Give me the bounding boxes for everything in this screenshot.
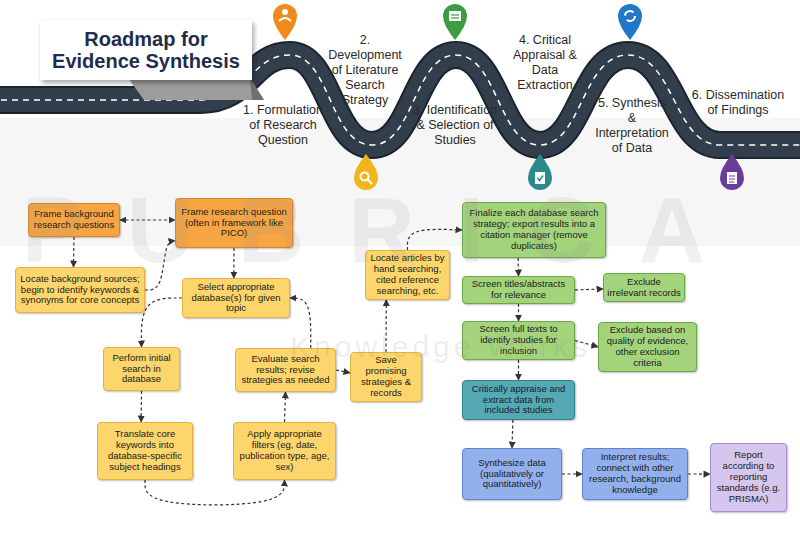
watermark: Knowledge Works: [290, 330, 730, 364]
stage-label: 2. Development of Literature Search Stra…: [322, 33, 408, 108]
pin-icon: [729, 176, 735, 177]
box-text: Save promising strategies & records: [354, 355, 418, 399]
pin-shape: [273, 4, 297, 40]
pin-icon: [451, 17, 459, 18]
process-box: Interpret results; connect with other re…: [582, 448, 688, 500]
dashed-arrow: [688, 473, 710, 474]
dashed-arrow: [233, 248, 234, 278]
stage-label: 4. Critical Appraisal & Data Extraction: [505, 33, 585, 93]
stage-label: 1. Formulation of Research Question: [242, 103, 324, 148]
map-pin: [618, 4, 642, 40]
dashed-arrow: [518, 304, 519, 321]
box-text: Report according to reporting standards …: [714, 450, 783, 505]
process-box: Frame research question (often in framew…: [175, 198, 293, 248]
box-text: Frame research question (often in framew…: [179, 207, 289, 240]
dashed-arrow: [562, 473, 582, 474]
box-text: Translate core keywords into database-sp…: [101, 429, 189, 473]
box-text: Select appropriate database(s) for given…: [186, 282, 286, 315]
pin-icon: [368, 180, 373, 185]
box-text: Apply appropriate filters (eg, date, pub…: [237, 429, 332, 473]
box-text: Exclude based on quality of evidence, ot…: [602, 325, 693, 369]
dashed-arrow: [511, 420, 513, 448]
box-text: Screen titles/abstracts for relevance: [466, 279, 571, 301]
pin-icon: [279, 18, 291, 21]
pin-shape: [618, 4, 642, 40]
pin-icon: [729, 179, 735, 180]
diagram-title: Roadmap for Evidence Synthesis: [40, 20, 252, 80]
box-text: Locate background sources; begin to iden…: [19, 274, 141, 307]
pin-icon: [451, 14, 459, 15]
box-text: Critically appraise and extract data fro…: [466, 384, 571, 417]
stage-label: 6. Dissemination of Findings: [688, 88, 788, 118]
stage-label: 5. Synthesis & Interpretation of Data: [594, 96, 670, 156]
process-box: Locate articles by hand searching, cited…: [365, 250, 450, 300]
pin-shape: [354, 154, 378, 190]
pin-icon: [535, 172, 545, 184]
dashed-arrow: [141, 391, 143, 422]
dashed-arrow: [575, 341, 598, 347]
dashed-arrow: [145, 241, 175, 291]
pin-icon: [282, 9, 288, 15]
process-box: Screen titles/abstracts for relevance: [462, 276, 575, 304]
process-box: Synthesize data (qualitatively or quanti…: [462, 448, 562, 500]
pin-shape: [443, 4, 467, 40]
box-text: Exclude irrelevant records: [607, 277, 681, 299]
dashed-arrow: [336, 370, 350, 373]
stage-label: 3. Identification & Selection of Studies: [410, 103, 500, 148]
box-text: Synthesize data (qualitatively or quanti…: [466, 458, 558, 491]
dashed-arrow: [120, 219, 175, 220]
pin-icon: [449, 11, 461, 21]
dashed-arrow: [290, 298, 311, 348]
pin-shape: [720, 154, 744, 190]
dashed-arrow: [145, 480, 285, 505]
title-ribbon: [128, 78, 264, 100]
process-box: Translate core keywords into database-sp…: [97, 422, 193, 480]
map-pin: [720, 154, 744, 190]
dashed-arrow: [285, 392, 286, 422]
dashed-arrow: [73, 237, 75, 267]
box-text: Interpret results; connect with other re…: [586, 452, 684, 496]
box-text: Evaluate search results; revise strategi…: [239, 354, 332, 387]
process-box: Critically appraise and extract data fro…: [462, 380, 575, 420]
dashed-arrow: [518, 258, 520, 276]
process-box: Apply appropriate filters (eg, date, pub…: [233, 422, 336, 480]
pin-icon: [625, 11, 635, 21]
dashed-arrow: [385, 300, 386, 352]
map-pin: [528, 154, 552, 190]
watermark: PUBRICA: [22, 178, 800, 283]
process-box: Exclude irrelevant records: [603, 273, 685, 302]
dashed-arrow: [141, 298, 182, 347]
dashed-arrow: [575, 288, 603, 290]
process-box: Screen full texts to identify studies fo…: [462, 321, 575, 360]
map-pin: [443, 4, 467, 40]
dashed-arrow: [407, 229, 462, 250]
dashed-arrow: [518, 360, 519, 380]
box-text: Frame background research questions: [32, 209, 116, 231]
pin-shape: [528, 154, 552, 190]
process-box: Locate background sources; begin to iden…: [15, 267, 145, 313]
process-box: Frame background research questions: [28, 203, 120, 237]
pin-icon: [727, 172, 737, 184]
box-text: Locate articles by hand searching, cited…: [369, 253, 446, 297]
process-box: Evaluate search results; revise strategi…: [235, 348, 336, 392]
pin-icon: [361, 173, 369, 181]
pin-icon: [538, 176, 544, 181]
process-box: Save promising strategies & records: [350, 352, 422, 402]
process-box: Finalize each database search strategy; …: [462, 202, 606, 258]
box-text: Screen full texts to identify studies fo…: [466, 324, 571, 357]
box-text: Perform initial search in database: [107, 353, 176, 386]
process-box: Report according to reporting standards …: [710, 443, 787, 512]
process-box: Select appropriate database(s) for given…: [182, 278, 290, 318]
pin-icon: [729, 182, 734, 183]
process-box: Perform initial search in database: [103, 347, 180, 391]
process-box: Exclude based on quality of evidence, ot…: [598, 322, 697, 372]
title-ribbon-fold: [250, 78, 264, 100]
map-pin: [273, 4, 297, 40]
map-pin: [354, 154, 378, 190]
box-text: Finalize each database search strategy; …: [466, 208, 602, 252]
